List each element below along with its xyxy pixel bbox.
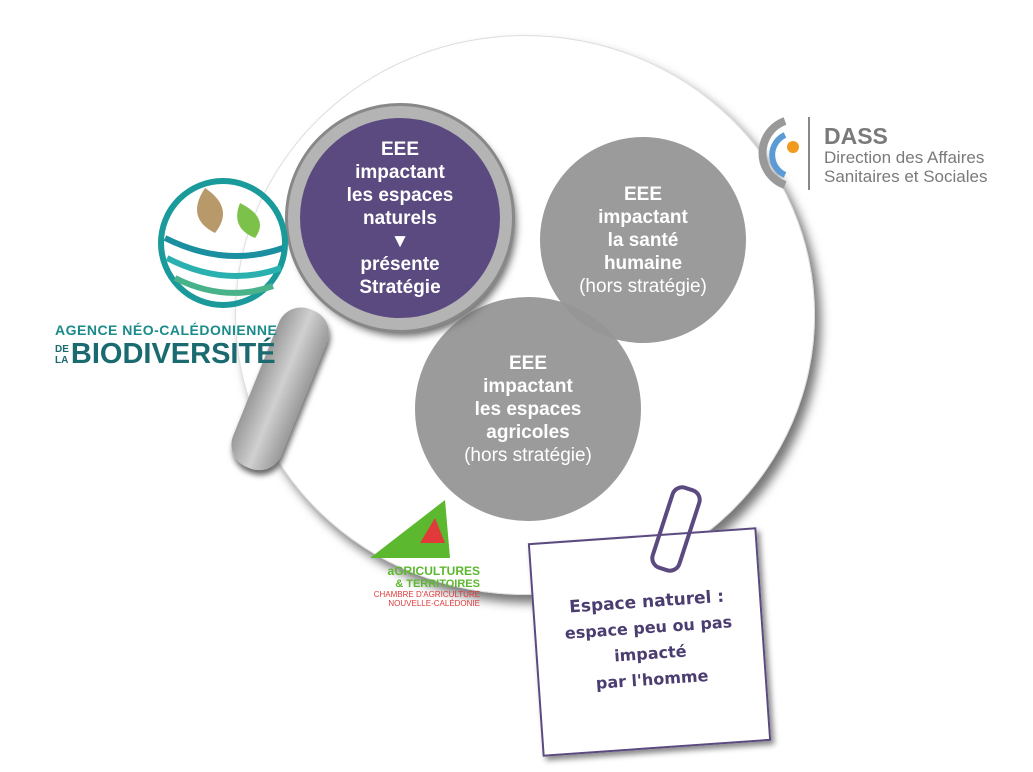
- label: naturels: [363, 207, 437, 229]
- ancb-de: DE: [55, 343, 69, 355]
- label: impactant: [483, 375, 573, 397]
- dass-line1: Direction des Affaires: [824, 148, 985, 167]
- ancb-name: BIODIVERSITÉ: [70, 338, 276, 370]
- label: Stratégie: [359, 276, 441, 298]
- arrow-down-icon: ▼: [390, 230, 410, 252]
- chambre-agriculture-logo: aGRICULTURES & TERRITOIRES CHAMBRE D'AGR…: [360, 498, 480, 608]
- label: présente: [360, 253, 440, 275]
- label: la santé: [607, 229, 679, 251]
- label: EEE: [623, 183, 663, 205]
- dass-name: DASS: [824, 123, 888, 149]
- label: humaine: [603, 252, 683, 274]
- dass-line2: Sanitaires et Sociales: [824, 167, 988, 186]
- ancb-la: LA: [55, 354, 69, 366]
- circle-sante-humaine: EEE impactant la santé humaine (hors str…: [540, 137, 746, 343]
- magnifier-lens-espaces-naturels: EEE impactant les espaces naturels ▼ pré…: [288, 106, 512, 330]
- label: impactant: [355, 161, 445, 183]
- chambre-line2: & TERRITOIRES: [395, 578, 480, 590]
- circle-espaces-agricoles: EEE impactant les espaces agricoles (hor…: [415, 297, 641, 521]
- note: (hors stratégie): [579, 275, 707, 297]
- leaf-wave-icon: [158, 178, 288, 308]
- chambre-line1: aGRICULTURES: [387, 564, 480, 578]
- note: (hors stratégie): [464, 444, 592, 466]
- ancb-line1: AGENCE NÉO-CALÉDONIENNE: [55, 322, 278, 338]
- chambre-line4: NOUVELLE-CALÉDONIE: [388, 599, 480, 608]
- label: impactant: [598, 206, 688, 228]
- chambre-emblem-icon: [370, 500, 450, 558]
- dass-emblem-icon: [758, 117, 810, 190]
- chambre-line3: CHAMBRE D'AGRICULTURE: [373, 590, 480, 599]
- label: EEE: [508, 352, 548, 374]
- label: EEE: [380, 138, 420, 160]
- label: agricoles: [486, 421, 570, 443]
- dass-logo: DASS Direction des Affaires Sanitaires e…: [745, 115, 987, 195]
- definition-note: Espace naturel : espace peu ou pas impac…: [527, 527, 772, 757]
- label: les espaces: [474, 398, 582, 420]
- label: les espaces: [346, 184, 454, 206]
